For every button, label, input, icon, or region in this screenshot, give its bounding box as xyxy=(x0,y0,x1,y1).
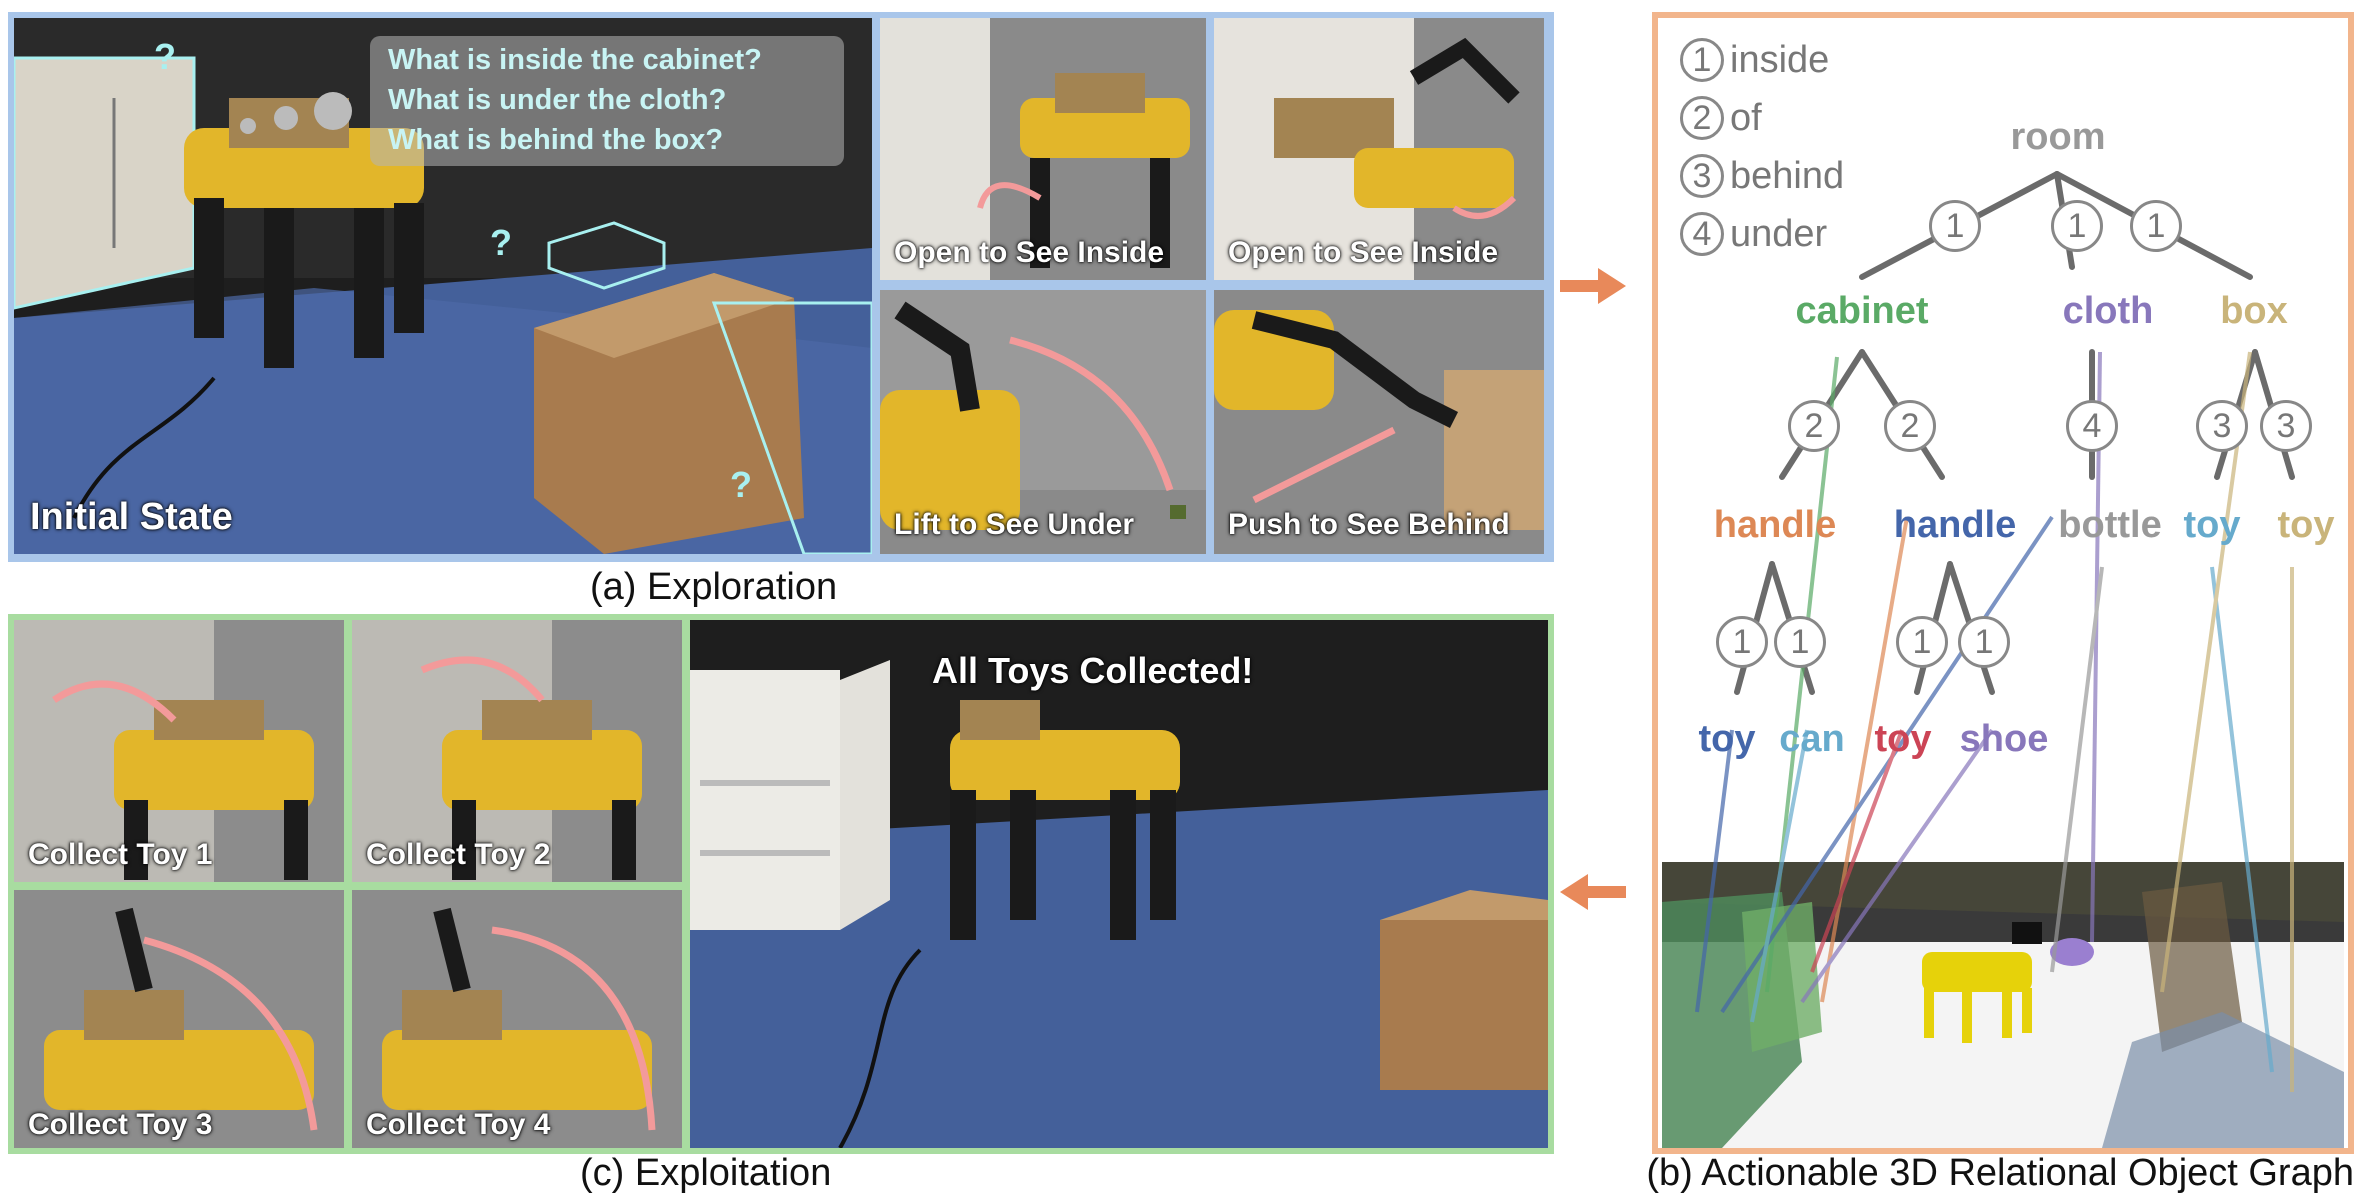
point-cloud-image xyxy=(1662,862,2344,1148)
legend-label: of xyxy=(1730,96,1762,139)
legend-label: under xyxy=(1730,212,1828,255)
action-label: Lift to See Under xyxy=(894,508,1135,541)
node-toy-red: toy xyxy=(1874,718,1932,760)
legend-number: 4 xyxy=(1680,212,1724,256)
node-shoe: shoe xyxy=(1959,718,2049,760)
legend-number: 1 xyxy=(1680,38,1724,82)
action-label: Open to See Inside xyxy=(1228,236,1499,269)
edge-label: 1 xyxy=(1716,616,1768,668)
question-mark-cloth: ? xyxy=(490,222,512,263)
question-mark-cabinet: ? xyxy=(154,36,176,77)
edge-label: 3 xyxy=(2196,400,2248,452)
thought-bubble-small xyxy=(240,118,256,134)
edge-label: 1 xyxy=(2051,200,2103,252)
question-line: What is behind the box? xyxy=(388,124,724,156)
collect-label: Collect Toy 4 xyxy=(366,1108,551,1141)
all-toys-collected-label: All Toys Collected! xyxy=(932,650,1254,691)
node-handle-orange: handle xyxy=(1713,504,1837,546)
node-toy-behind-tan: toy xyxy=(2277,504,2335,546)
edge-label: 1 xyxy=(2130,200,2182,252)
node-toy-blue: toy xyxy=(1698,718,1756,760)
action-photo-push xyxy=(1214,290,1544,554)
thought-bubble-large xyxy=(314,92,352,130)
question-line: What is under the cloth? xyxy=(388,84,727,116)
node-cloth: cloth xyxy=(2062,290,2154,332)
node-box: box xyxy=(2220,290,2288,332)
node-can: can xyxy=(1779,718,1845,760)
initial-state-label: Initial State xyxy=(30,496,233,538)
action-label: Open to See Inside xyxy=(894,236,1165,269)
edge-label: 3 xyxy=(2260,400,2312,452)
collect-label: Collect Toy 3 xyxy=(28,1108,213,1141)
edge-label: 1 xyxy=(1929,200,1981,252)
edge-label: 1 xyxy=(1774,616,1826,668)
node-bottle: bottle xyxy=(2058,504,2162,546)
edge-label: 1 xyxy=(1896,616,1948,668)
collect-label: Collect Toy 1 xyxy=(28,838,213,871)
edge-label: 2 xyxy=(1884,400,1936,452)
legend-under: 4 under xyxy=(1680,212,1827,256)
legend-number: 3 xyxy=(1680,154,1724,198)
action-photo-open-1 xyxy=(880,18,1206,280)
edge-label: 1 xyxy=(1958,616,2010,668)
collect-photo-3 xyxy=(14,890,344,1148)
collect-photo-4 xyxy=(352,890,682,1148)
node-cabinet: cabinet xyxy=(1795,290,1929,332)
arrow-right-icon xyxy=(1560,268,1626,304)
arrow-left-icon xyxy=(1560,874,1626,910)
collect-photo-2 xyxy=(352,620,682,882)
node-toy-behind-cyan: toy xyxy=(2183,504,2241,546)
exploration-title: (a) Exploration xyxy=(590,566,838,608)
collect-photo-1 xyxy=(14,620,344,882)
legend-label: inside xyxy=(1730,38,1830,81)
node-room: room xyxy=(2010,116,2106,158)
legend-inside: 1 inside xyxy=(1680,38,1829,82)
action-photo-lift xyxy=(880,290,1206,554)
legend-number: 2 xyxy=(1680,96,1724,140)
thought-bubble-medium xyxy=(274,106,298,130)
legend-of: 2 of xyxy=(1680,96,1762,140)
legend-behind: 3 behind xyxy=(1680,154,1844,198)
question-line: What is inside the cabinet? xyxy=(388,44,762,76)
edge-label: 4 xyxy=(2066,400,2118,452)
collect-label: Collect Toy 2 xyxy=(366,838,551,871)
question-mark-box: ? xyxy=(730,464,752,505)
action-photo-open-2 xyxy=(1214,18,1544,280)
all-toys-collected-photo xyxy=(690,620,1548,1148)
action-label: Push to See Behind xyxy=(1228,508,1510,541)
edge-label: 2 xyxy=(1788,400,1840,452)
legend-label: behind xyxy=(1730,154,1845,197)
node-handle-blue: handle xyxy=(1893,504,2017,546)
questions-box: What is inside the cabinet? What is unde… xyxy=(370,36,844,166)
